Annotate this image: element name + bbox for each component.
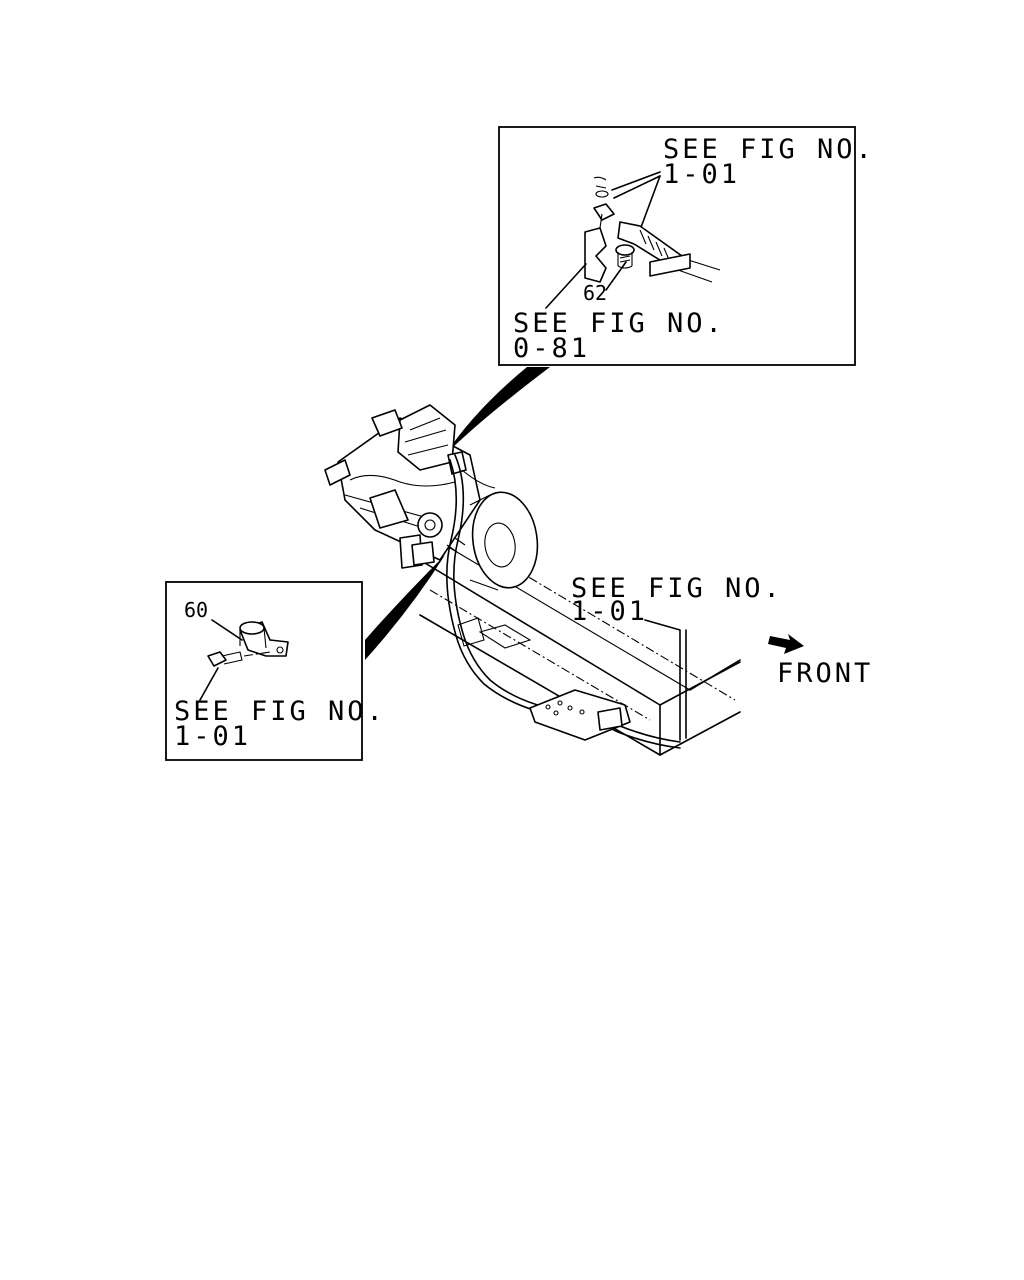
part-number-60: 60 xyxy=(184,598,208,622)
front-arrow-icon xyxy=(768,634,804,654)
left-ref-line2: 1-01 xyxy=(174,721,251,752)
detail-box-top xyxy=(498,126,856,366)
top-ref-lower-line1: SEE FIG NO. xyxy=(513,308,725,339)
top-ref-upper-line1: SEE FIG NO. xyxy=(663,134,875,165)
top-ref-upper-line2: 1-01 xyxy=(663,159,740,190)
detail-box-left xyxy=(165,581,363,761)
part-number-62: 62 xyxy=(583,281,607,305)
main-ref-leader xyxy=(644,619,681,741)
front-label: FRONT xyxy=(777,658,873,689)
pedal-bracket xyxy=(529,689,631,741)
main-ref-line1: SEE FIG NO. xyxy=(571,573,783,604)
top-ref-lower-line2: 0-81 xyxy=(513,333,590,364)
left-ref-line1: SEE FIG NO. xyxy=(174,696,386,727)
detail-leader-left xyxy=(365,555,445,660)
main-ref-line2: 1-01 xyxy=(571,596,648,627)
engine-assembly xyxy=(324,404,539,591)
detail-leader-top xyxy=(445,367,550,455)
